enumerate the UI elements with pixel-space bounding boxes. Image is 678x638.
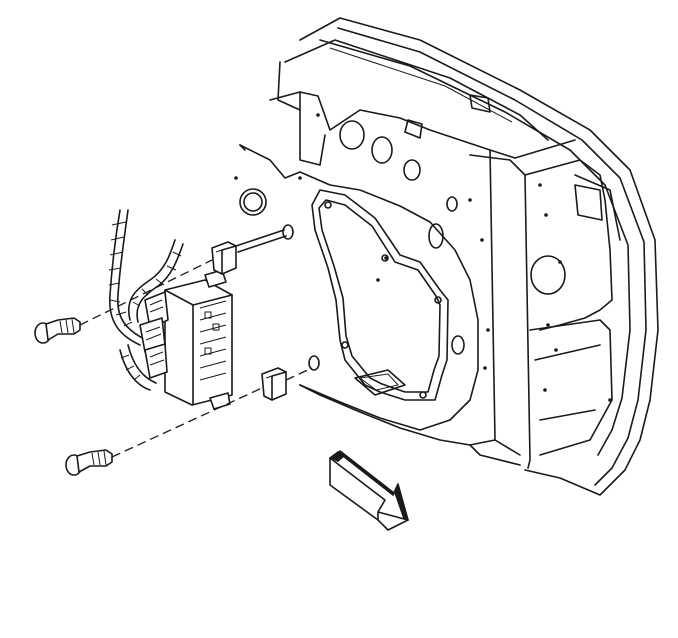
mounting-bracket-lower [261, 367, 287, 401]
screw-lower [65, 387, 263, 476]
door-inner-panel [234, 17, 659, 496]
lower-alignment-line [285, 367, 313, 381]
panel-mounting-holes [239, 188, 320, 371]
wire-harness [108, 209, 184, 391]
mounting-bracket-upper [211, 241, 237, 275]
direction-arrow [329, 450, 409, 531]
control-module [139, 269, 233, 410]
screw-upper [34, 259, 213, 344]
module-opening-recess [311, 189, 449, 401]
upper-stud [235, 229, 287, 253]
